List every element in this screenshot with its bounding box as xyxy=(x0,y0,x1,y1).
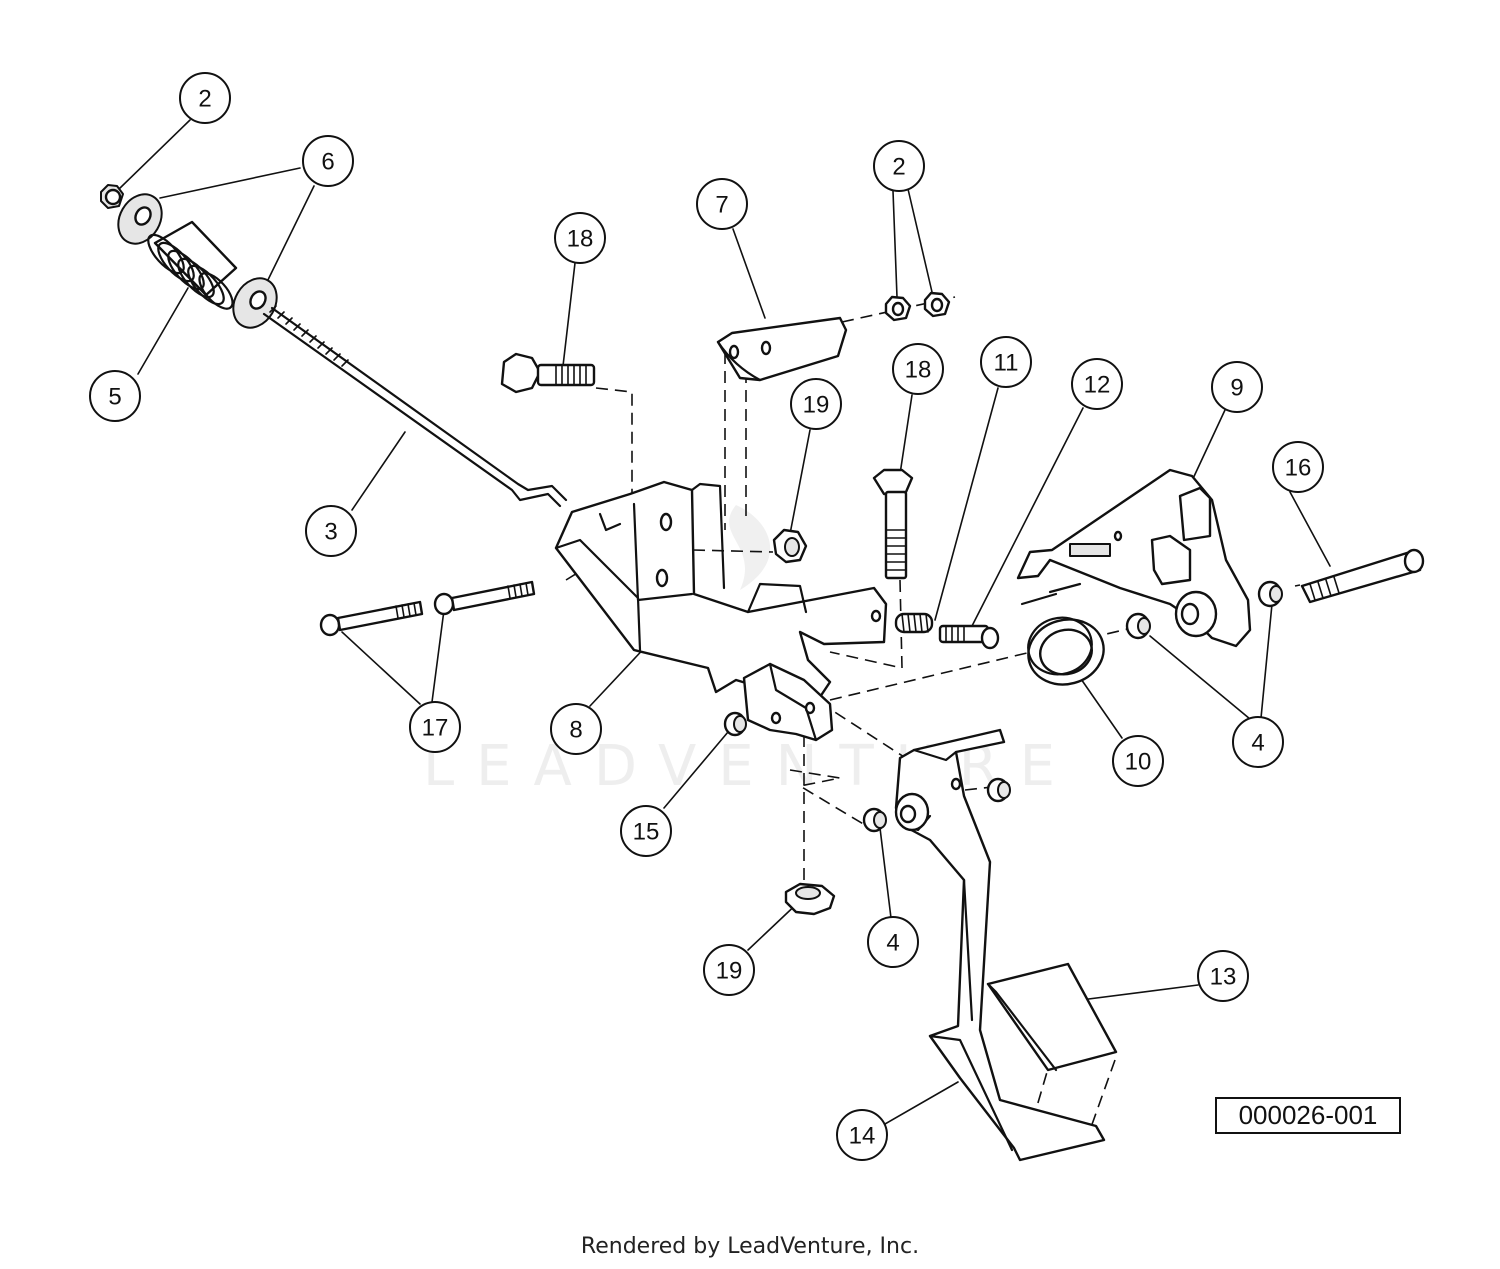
callout-7: 7 xyxy=(696,178,748,230)
callout-label: 8 xyxy=(569,717,582,744)
callout-circle xyxy=(302,135,354,187)
callout-label: 18 xyxy=(905,357,932,384)
part-5-spring xyxy=(147,220,238,310)
callout-circle xyxy=(550,703,602,755)
pedal-pivot-bracket xyxy=(742,662,834,742)
callout-label: 15 xyxy=(633,819,660,846)
part-4-bushing-lower xyxy=(862,777,1011,833)
callout-circle xyxy=(703,944,755,996)
callout-16: 16 xyxy=(1272,441,1324,493)
callout-circle xyxy=(1232,716,1284,768)
callout-label: 3 xyxy=(324,519,337,546)
part-10-torsion-spring xyxy=(1020,582,1105,686)
part-4-bushings-right xyxy=(1125,580,1283,640)
callout-circle xyxy=(873,140,925,192)
callout-label: 11 xyxy=(994,350,1019,377)
callout-14: 14 xyxy=(836,1109,888,1161)
callout-circle xyxy=(1211,361,1263,413)
part-18-bolt-upper xyxy=(500,352,596,394)
callout-circle xyxy=(620,805,672,857)
part-19-nut-lower xyxy=(784,882,836,916)
callout-label: 7 xyxy=(715,192,728,219)
part-8-bracket xyxy=(554,480,888,702)
callout-label: 9 xyxy=(1230,375,1243,402)
callouts: 2 6 5 3 7 18 2 19 18 11 12 9 16 17 8 10 4 15 4 19 13 14 xyxy=(89,72,1324,1161)
callout-label: 4 xyxy=(1251,730,1264,757)
callout-label: 12 xyxy=(1084,372,1111,399)
callout-circle xyxy=(1197,950,1249,1002)
part-15-bushing xyxy=(723,711,747,737)
drawing-number-box: 000026-001 xyxy=(1215,1097,1401,1134)
callout-label: 5 xyxy=(108,384,121,411)
callout-label: 14 xyxy=(849,1123,876,1150)
callout-19: 19 xyxy=(703,944,755,996)
callout-10: 10 xyxy=(1112,735,1164,787)
part-19-nut-upper xyxy=(772,528,808,564)
callout-4: 4 xyxy=(1232,716,1284,768)
callout-11: 11 xyxy=(980,336,1032,388)
part-2-nuts-right xyxy=(884,291,951,322)
callout-5: 5 xyxy=(89,370,141,422)
callout-4: 4 xyxy=(867,916,919,968)
callout-15: 15 xyxy=(620,805,672,857)
callout-circle xyxy=(554,212,606,264)
part-2-nut-left xyxy=(100,184,124,209)
callout-circle xyxy=(1071,358,1123,410)
callout-circle xyxy=(305,505,357,557)
callout-label: 19 xyxy=(716,958,743,985)
callout-9: 9 xyxy=(1211,361,1263,413)
callout-label: 17 xyxy=(422,715,449,742)
callout-circle xyxy=(892,343,944,395)
callout-12: 12 xyxy=(1071,358,1123,410)
part-12-bolt xyxy=(938,624,1000,650)
callout-8: 8 xyxy=(550,703,602,755)
callout-2: 2 xyxy=(873,140,925,192)
part-9-plate xyxy=(1016,468,1252,648)
callout-label: 6 xyxy=(321,149,334,176)
callout-circle xyxy=(696,178,748,230)
callout-label: 10 xyxy=(1125,749,1152,776)
callout-label: 13 xyxy=(1210,964,1237,991)
callout-circle xyxy=(836,1109,888,1161)
callout-circle xyxy=(790,378,842,430)
callout-circle xyxy=(1112,735,1164,787)
callout-17: 17 xyxy=(409,701,461,753)
callout-label: 4 xyxy=(886,930,899,957)
callout-19: 19 xyxy=(790,378,842,430)
part-7-pad xyxy=(716,316,848,382)
callout-circle xyxy=(89,370,141,422)
callout-circle xyxy=(409,701,461,753)
drawing-number: 000026-001 xyxy=(1239,1100,1378,1130)
part-3-rod xyxy=(262,305,568,508)
callout-3: 3 xyxy=(305,505,357,557)
callout-circle xyxy=(980,336,1032,388)
callout-label: 19 xyxy=(803,392,830,419)
callout-18: 18 xyxy=(554,212,606,264)
callout-circle xyxy=(867,916,919,968)
part-13-pedal-pad xyxy=(986,962,1118,1072)
callout-label: 18 xyxy=(567,226,594,253)
part-6-washer-lower xyxy=(232,277,278,329)
callout-2: 2 xyxy=(179,72,231,124)
callout-18: 18 xyxy=(892,343,944,395)
assembly-lines xyxy=(565,296,1301,1131)
part-14-pedal-arm xyxy=(894,728,1106,1162)
part-6-washer-upper xyxy=(117,193,163,245)
part-11-spring xyxy=(894,612,934,634)
callout-label: 2 xyxy=(198,86,211,113)
part-16-bolt xyxy=(1300,548,1425,604)
callout-label: 16 xyxy=(1285,455,1312,482)
part-18-bolt-vertical xyxy=(872,468,914,580)
callout-circle xyxy=(1272,441,1324,493)
callout-13: 13 xyxy=(1197,950,1249,1002)
callout-6: 6 xyxy=(302,135,354,187)
callout-label: 2 xyxy=(892,154,905,181)
callout-circle xyxy=(179,72,231,124)
footer-credit: Rendered by LeadVenture, Inc. xyxy=(580,1234,920,1259)
part-17-bolts xyxy=(319,580,536,637)
